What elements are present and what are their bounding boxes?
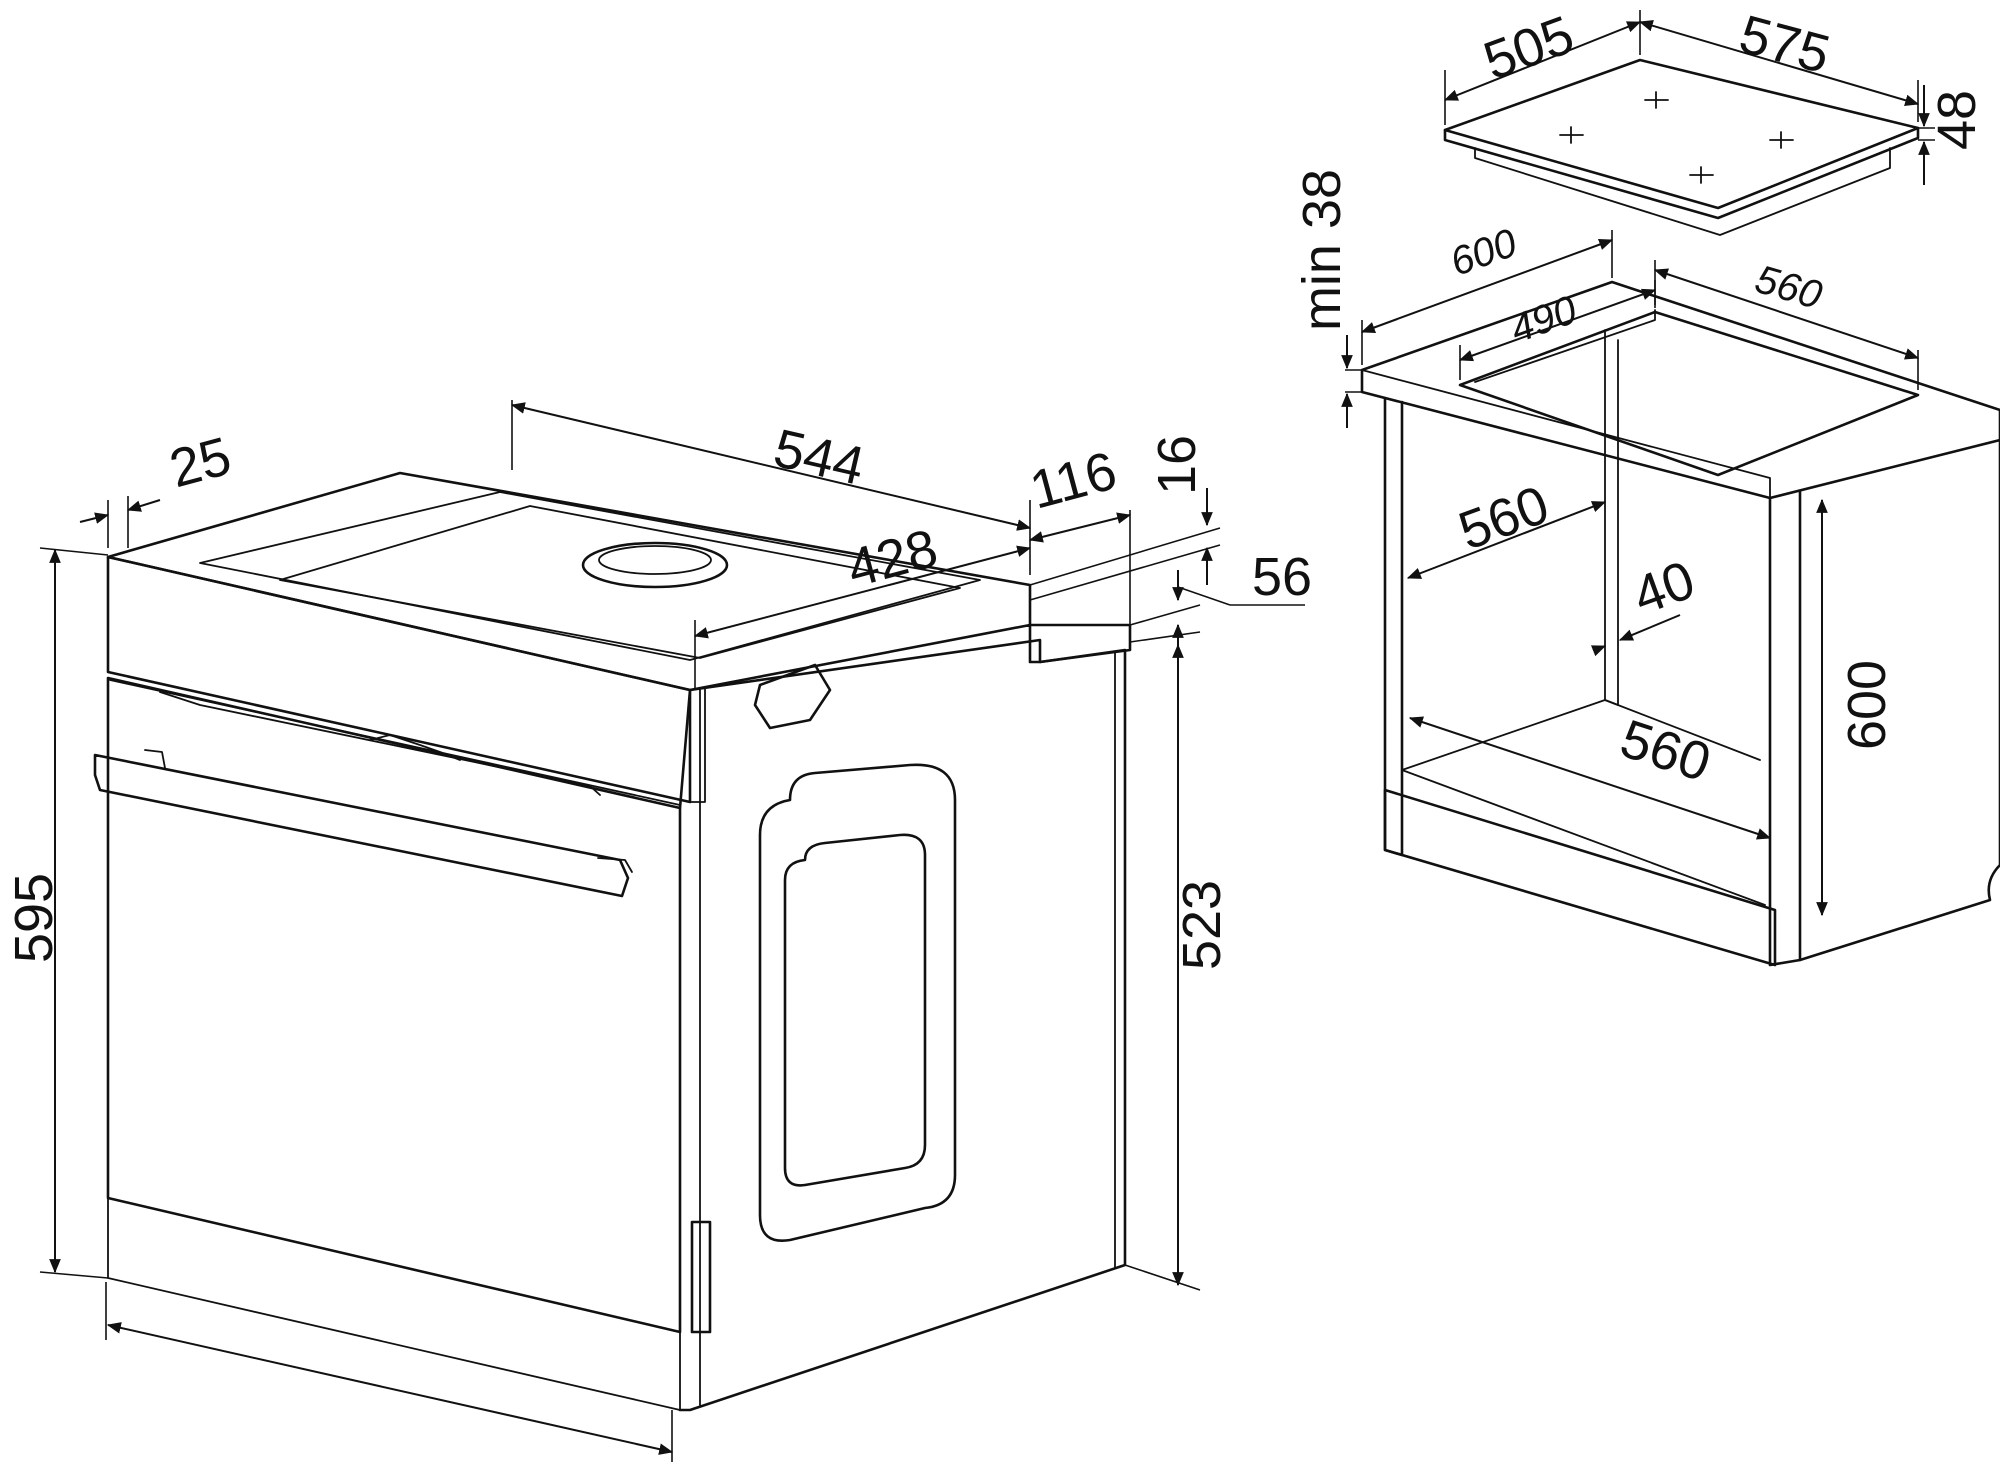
oven-fan-cover xyxy=(581,541,729,589)
dim-line-width-bottom xyxy=(106,1322,674,1455)
label-niche-depth: 560 xyxy=(1451,474,1556,561)
oven-dimensions: 595 25 544 428 116 16 xyxy=(4,400,1312,1462)
cabinet-back-panel xyxy=(1604,329,1619,706)
dim-line-outer-width xyxy=(1360,238,1614,334)
label-depth-top: 544 xyxy=(768,418,869,497)
cabinet-right-outer xyxy=(1798,438,2000,962)
cabinet-plinth xyxy=(1383,788,1777,967)
label-depth-inner: 428 xyxy=(841,518,944,599)
label-niche-height: 600 xyxy=(1837,660,1897,750)
label-niche-width: 560 xyxy=(1613,708,1717,793)
dim-line-cutout-width xyxy=(1653,268,1920,360)
cabinet-left-side xyxy=(1383,396,1404,857)
cabinet-drawing xyxy=(1360,280,2000,967)
oven-side-window xyxy=(758,763,957,1243)
dim-line-depth-inner xyxy=(693,545,1032,639)
label-cutout-width: 560 xyxy=(1750,257,1826,318)
hob-front-edge xyxy=(1443,126,1920,220)
label-hob-depth: 505 xyxy=(1476,4,1581,91)
hob-drawing xyxy=(1443,58,1920,236)
hob-cooking-zones xyxy=(1559,91,1794,184)
oven-panel-side xyxy=(689,687,706,803)
oven-door-hinge xyxy=(690,1220,712,1334)
hob-body xyxy=(1474,147,1891,236)
dim-line-niche-depth xyxy=(1406,501,1607,579)
dim-line-rear-offset xyxy=(1028,512,1132,543)
dim-line-cutout-depth xyxy=(1458,288,1657,362)
oven-drawing xyxy=(93,471,1132,1412)
hob-dimensions: 505 575 48 xyxy=(1443,4,1987,185)
oven-control-knobs xyxy=(369,734,461,761)
label-height-body: 523 xyxy=(1172,880,1232,970)
dim-line-depth-top xyxy=(510,402,1032,531)
label-height-total: 595 xyxy=(4,873,64,963)
label-cabinet-min: min 38 xyxy=(1292,169,1352,331)
label-front-panel-depth: 25 xyxy=(164,426,238,500)
label-hob-width: 575 xyxy=(1733,4,1836,85)
oven-control-strip xyxy=(159,691,601,796)
label-outer-width: 600 xyxy=(1445,221,1523,285)
label-step: 56 xyxy=(1252,547,1312,607)
oven-handle-mount-left xyxy=(144,749,166,769)
dim-line-niche-width xyxy=(1408,716,1772,840)
oven-side-handle-bracket xyxy=(753,663,832,730)
label-hob-thickness: 48 xyxy=(1927,90,1987,150)
oven-right-side xyxy=(678,623,1127,1412)
oven-control-panel xyxy=(106,555,692,804)
oven-handle-mount-right xyxy=(597,857,633,873)
oven-fan-cover-inner xyxy=(598,545,712,575)
cabinet-right-side xyxy=(1768,490,1802,967)
label-vent-gap: 40 xyxy=(1625,550,1702,627)
oven-door xyxy=(106,676,682,1334)
label-rear-offset: 116 xyxy=(1024,440,1123,520)
dim-line-hob-depth xyxy=(1443,21,1642,101)
oven-door-bottom-strip xyxy=(107,1197,681,1411)
dim-line-hob-width xyxy=(1638,20,1920,106)
label-top-clearance: 16 xyxy=(1147,435,1207,495)
